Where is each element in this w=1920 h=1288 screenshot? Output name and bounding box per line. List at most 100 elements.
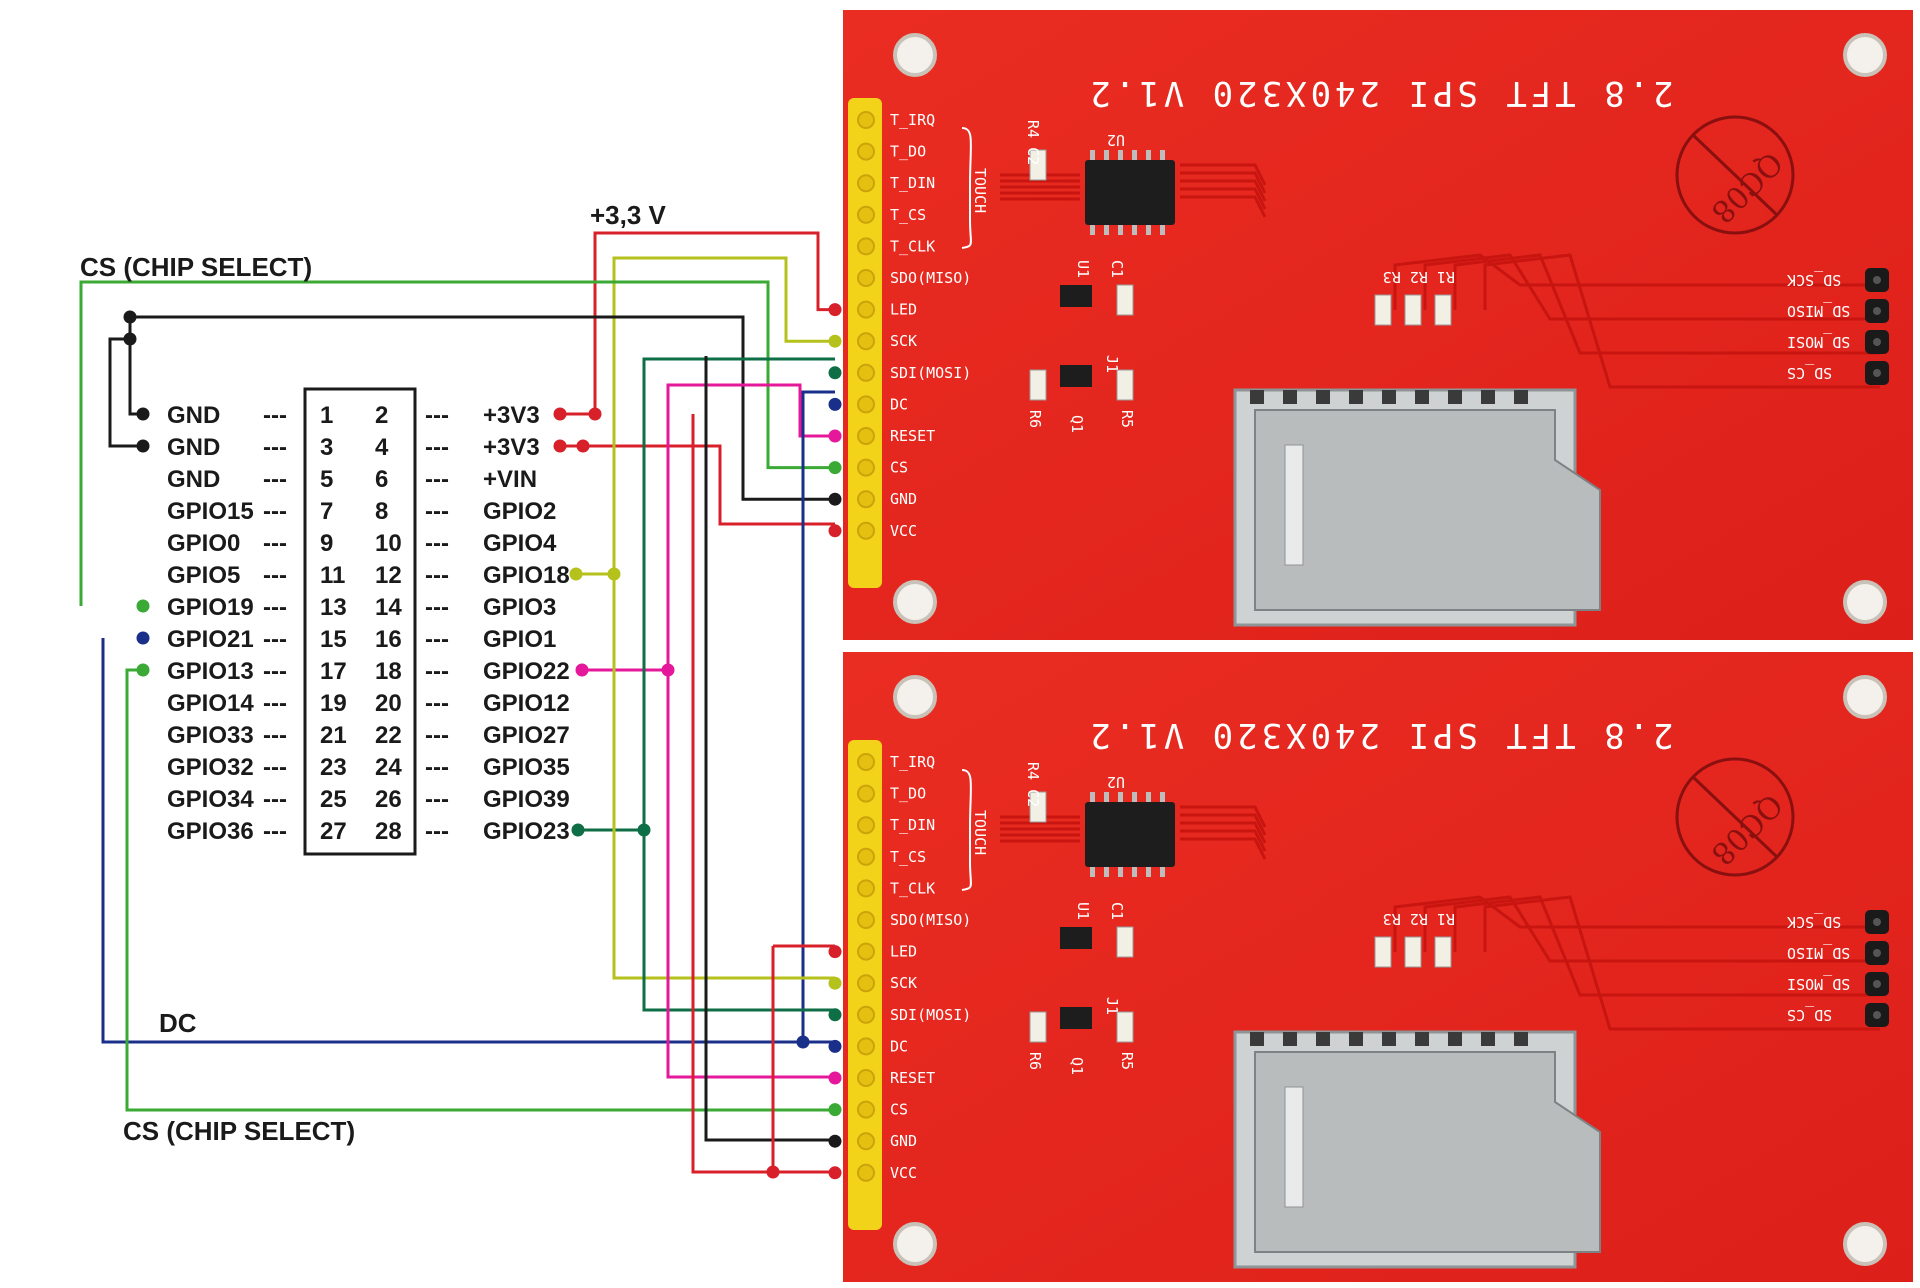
header-right-name: GPIO4: [483, 530, 557, 557]
display-pin-label: SDI(MOSI): [890, 1006, 971, 1024]
svg-text:J1: J1: [1103, 997, 1121, 1015]
dash: ---: [425, 562, 449, 589]
display-pin-label: T_IRQ: [890, 111, 935, 129]
header-right-name: GPIO35: [483, 754, 570, 781]
mounting-hole: [1843, 675, 1887, 719]
wire-junction: [828, 397, 842, 411]
wire-junction: [828, 1166, 842, 1180]
svg-text:R1 R2 R3: R1 R2 R3: [1383, 268, 1455, 286]
dash: ---: [425, 434, 449, 461]
dash: ---: [263, 626, 287, 653]
wire-cs-2: [125, 668, 835, 1112]
svg-text:U1: U1: [1074, 260, 1092, 278]
header-left-name: GPIO36: [167, 818, 254, 845]
display-pin-label: SCK: [890, 332, 917, 350]
wire-junction: [796, 1035, 810, 1049]
dash: ---: [425, 818, 449, 845]
header-right-name: +3V3: [483, 402, 540, 429]
header-right-name: GPIO3: [483, 594, 556, 621]
header-right-num: 14: [375, 594, 402, 621]
sd-pin-label: SD_MOSI: [1787, 333, 1850, 351]
display-pin-label: GND: [890, 1132, 917, 1150]
wire-junction: [553, 407, 567, 421]
wire-junction: [123, 332, 137, 346]
display-pin-label: T_CS: [890, 206, 926, 224]
sd-pin-label: SD_MISO: [1787, 302, 1850, 320]
dash: ---: [425, 594, 449, 621]
header-right-num: 18: [375, 658, 402, 685]
header-right-num: 28: [375, 818, 402, 845]
wire-junction: [576, 439, 590, 453]
wire-vcc-1: [560, 444, 835, 526]
pin-header: GND---1GND---3GND---5GPIO15---7GPIO0---9…: [167, 387, 570, 856]
wire-junction: [569, 567, 583, 581]
wire-vcc-2: [691, 414, 835, 1174]
header-right-num: 22: [375, 722, 402, 749]
header-left-name: GPIO32: [167, 754, 254, 781]
wire-junction: [575, 663, 589, 677]
mounting-hole: [1843, 1222, 1887, 1266]
wire-junction: [637, 823, 651, 837]
dash: ---: [263, 690, 287, 717]
header-right-name: GPIO27: [483, 722, 570, 749]
svg-text:Q1: Q1: [1068, 415, 1086, 433]
header-left-num: 19: [320, 690, 347, 717]
header-box: [303, 387, 417, 856]
wire-junction: [828, 492, 842, 506]
dash: ---: [425, 690, 449, 717]
display-pin-label: RESET: [890, 427, 935, 445]
display-pin-label: DC: [890, 1037, 908, 1055]
chip-u1: [1060, 927, 1092, 949]
chip-q1: [1060, 365, 1092, 387]
display-pin-label: SDO(MISO): [890, 269, 971, 287]
sd-card-slot: [1233, 1030, 1601, 1269]
wire-mosi-1: [578, 357, 835, 832]
dash: ---: [425, 786, 449, 813]
pcb-title: 2.8 TFT SPI 240X320 V1.2: [1086, 715, 1673, 755]
wire-gnd-2: [108, 337, 143, 448]
header-right-num: 2: [375, 402, 388, 429]
sd-pin-label: SD_MISO: [1787, 944, 1850, 962]
header-left-num: 7: [320, 498, 333, 525]
svg-text:TOUCH: TOUCH: [971, 810, 989, 855]
sd-pin-label: SD_CS: [1787, 364, 1832, 382]
header-left-num: 3: [320, 434, 333, 461]
display-pin-label: T_DO: [890, 785, 926, 803]
display-pin-label: VCC: [890, 522, 917, 540]
display-pin-label: T_DIN: [890, 816, 935, 834]
dash: ---: [425, 402, 449, 429]
wire-junction: [828, 1071, 842, 1085]
wire-junction: [553, 439, 567, 453]
wire-junction: [828, 461, 842, 475]
dash: ---: [263, 658, 287, 685]
header-right-name: GPIO22: [483, 658, 570, 685]
header-right-name: GPIO12: [483, 690, 570, 717]
chip-u2: [1085, 160, 1175, 225]
cs-label-top: CS (CHIP SELECT): [80, 252, 312, 282]
display-pin-label: CS: [890, 459, 908, 477]
header-right-name: +VIN: [483, 466, 537, 493]
header-right-num: 8: [375, 498, 388, 525]
wires: [79, 231, 842, 1180]
display-pin-label: T_CLK: [890, 237, 935, 255]
svg-text:J1: J1: [1103, 355, 1121, 373]
wire-junction: [136, 407, 150, 421]
svg-text:R1 R2 R3: R1 R2 R3: [1383, 910, 1455, 928]
header-right-name: GPIO2: [483, 498, 556, 525]
svg-text:R6: R6: [1026, 410, 1044, 428]
header-left-name: GPIO19: [167, 594, 254, 621]
header-left-name: GND: [167, 466, 220, 493]
header-left-num: 9: [320, 530, 333, 557]
header-left-num: 13: [320, 594, 347, 621]
dash: ---: [263, 818, 287, 845]
display-pin-label: CS: [890, 1101, 908, 1119]
header-left-name: GPIO14: [167, 690, 254, 717]
display-pin-label: SDO(MISO): [890, 911, 971, 929]
pcb-title: 2.8 TFT SPI 240X320 V1.2: [1086, 73, 1673, 113]
display-pin-header: [848, 98, 882, 588]
header-left-num: 23: [320, 754, 347, 781]
display-pin-label: T_CS: [890, 848, 926, 866]
